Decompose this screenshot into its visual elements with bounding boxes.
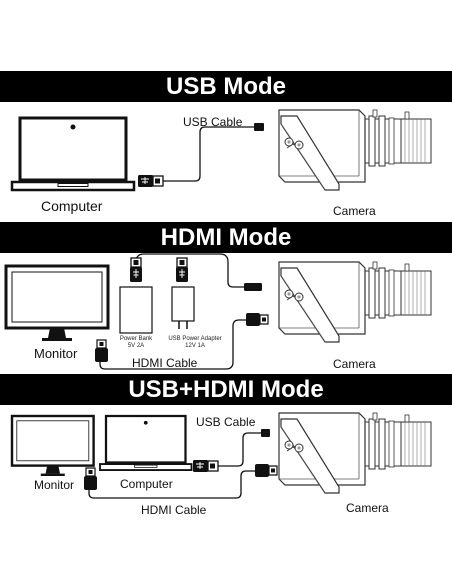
both-camera-label: Camera <box>346 501 389 515</box>
hdmi-plug-camera-icon <box>245 312 269 327</box>
both-usb-cable-label: USB Cable <box>196 415 256 429</box>
both-hdmi-plug-monitor-icon <box>83 467 98 491</box>
usb-camera-label: Camera <box>333 204 376 218</box>
both-usb-micro-connector <box>261 429 270 437</box>
power-bank-label: Power Bank 5V 2A <box>116 336 156 350</box>
usb-mode-banner: USB Mode <box>0 71 452 102</box>
both-monitor-label: Monitor <box>34 478 75 492</box>
usb-camera <box>278 109 432 191</box>
power-adapter-label-line1: USB Power Adapter <box>168 336 222 342</box>
power-bank-usb-plug-icon <box>129 257 143 283</box>
adapter-usb-plug-icon <box>175 257 189 283</box>
usb-hdmi-mode-banner: USB+HDMI Mode <box>0 374 452 405</box>
hdmi-cable-label: HDMI Cable <box>132 356 198 370</box>
both-laptop <box>98 414 193 472</box>
usb-laptop <box>10 116 136 192</box>
both-hdmi-plug-camera-icon <box>254 463 278 478</box>
both-monitor <box>10 414 95 478</box>
hdmi-monitor <box>4 264 110 343</box>
both-camera <box>278 412 432 494</box>
power-adapter-label-line2: 12V 1A <box>185 343 205 349</box>
power-bank-label-line2: 5V 2A <box>127 343 145 349</box>
usb-computer-label: Computer <box>41 198 103 214</box>
power-bank-label-line1: Power Bank <box>119 336 153 342</box>
power-bank-icon <box>119 286 153 334</box>
power-adapter-label: USB Power Adapter 12V 1A <box>162 336 228 350</box>
usb-cable-label: USB Cable <box>183 115 243 129</box>
hdmi-plug-monitor-icon <box>94 339 109 363</box>
power-barrel-connector <box>244 283 262 291</box>
usb-micro-connector <box>254 123 264 131</box>
power-adapter-icon <box>171 286 195 329</box>
hdmi-mode-banner: HDMI Mode <box>0 222 452 253</box>
usb-plug-icon <box>137 174 164 188</box>
both-computer-label: Computer <box>120 477 173 491</box>
both-hdmi-cable-label: HDMI Cable <box>141 503 207 517</box>
hdmi-camera <box>278 261 432 343</box>
both-usb-plug-icon <box>192 459 219 473</box>
hdmi-monitor-label: Monitor <box>34 346 78 361</box>
hdmi-camera-label: Camera <box>333 357 376 371</box>
